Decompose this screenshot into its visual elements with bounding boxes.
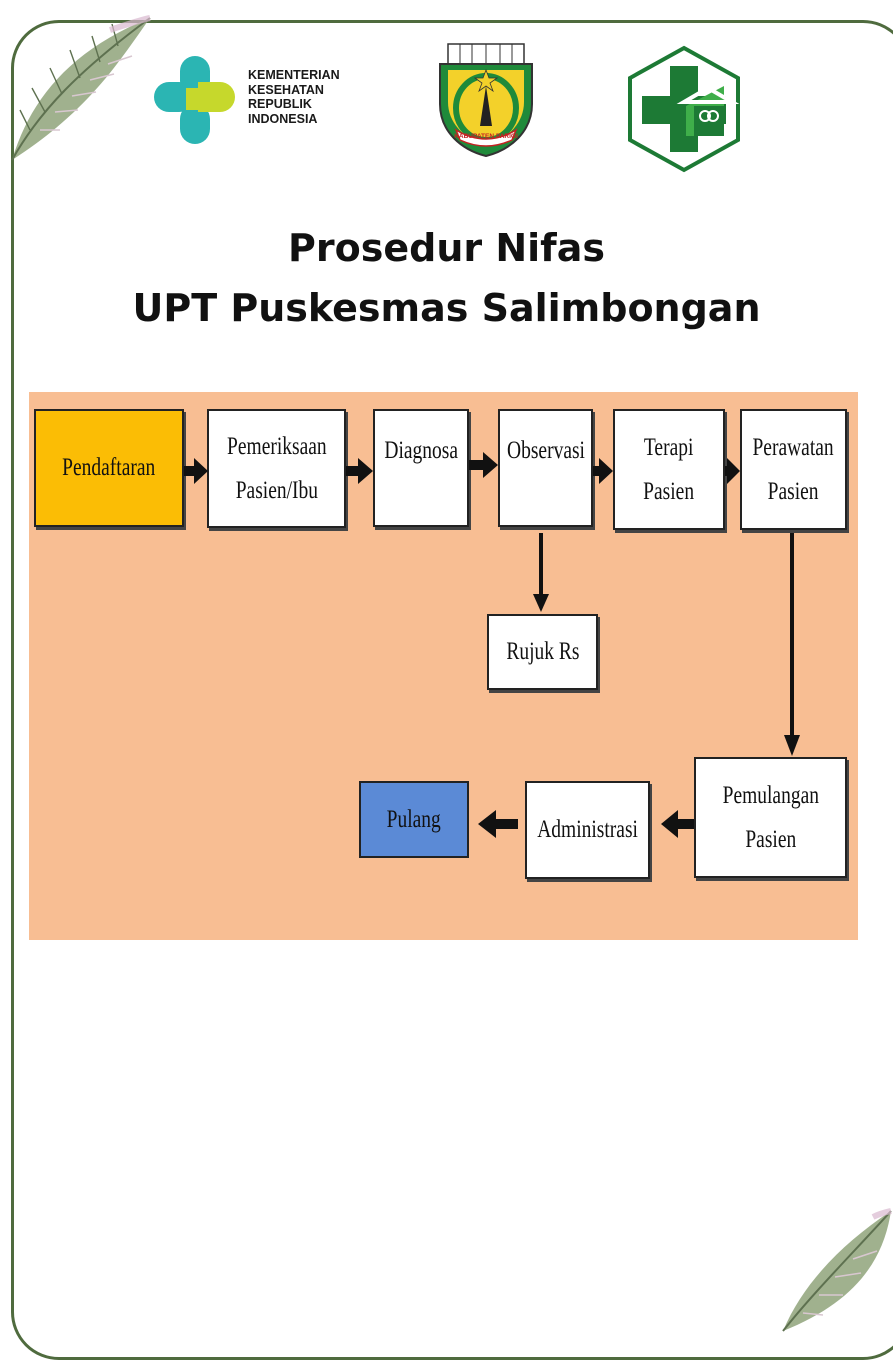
kabupaten-crest-icon: KABUPATEN PARIGI (439, 43, 533, 158)
node-label: Diagnosa (384, 437, 458, 464)
node-label: Perawatan Pasien (752, 433, 835, 505)
page-title: Prosedur Nifas (288, 226, 605, 270)
kemenkes-logo: KEMENTERIAN KESEHATAN REPUBLIK INDONESIA (150, 52, 360, 152)
kemenkes-emblem-icon (154, 56, 235, 144)
node-terapi: Terapi Pasien (613, 409, 725, 530)
node-label: Rujuk Rs (505, 638, 580, 665)
kemenkes-line: INDONESIA (248, 111, 318, 126)
kemenkes-line: KESEHATAN (248, 82, 324, 97)
page-subtitle: UPT Puskesmas Salimbongan (132, 286, 761, 330)
node-label: Pulang (386, 805, 442, 833)
node-pulang: Pulang (359, 781, 469, 858)
node-label: Pemeriksaan Pasien/Ibu (226, 432, 327, 504)
leaf-decoration-icon (11, 15, 151, 161)
node-rujuk: Rujuk Rs (487, 614, 598, 690)
node-label: Observasi (506, 437, 585, 464)
node-administrasi: Administrasi (525, 781, 650, 879)
node-pemeriksaan: Pemeriksaan Pasien/Ibu (207, 409, 346, 528)
leaf-decoration-icon (782, 1208, 892, 1332)
crest-text: KABUPATEN PARIGI (454, 133, 518, 140)
kemenkes-line: REPUBLIK (248, 97, 312, 111)
node-perawatan: Perawatan Pasien (740, 409, 847, 530)
kemenkes-line: KEMENTERIAN (248, 68, 340, 82)
node-label: Terapi Pasien (643, 433, 695, 505)
node-label: Pemulangan Pasien (722, 781, 819, 853)
node-pemulangan: Pemulangan Pasien (694, 757, 847, 878)
node-diagnosa: Diagnosa (373, 409, 469, 527)
node-label: Pendaftaran (62, 454, 156, 481)
node-label: Administrasi (537, 816, 638, 843)
node-pendaftaran: Pendaftaran (34, 409, 184, 527)
puskesmas-logo-icon (628, 45, 740, 173)
node-observasi: Observasi (498, 409, 593, 527)
